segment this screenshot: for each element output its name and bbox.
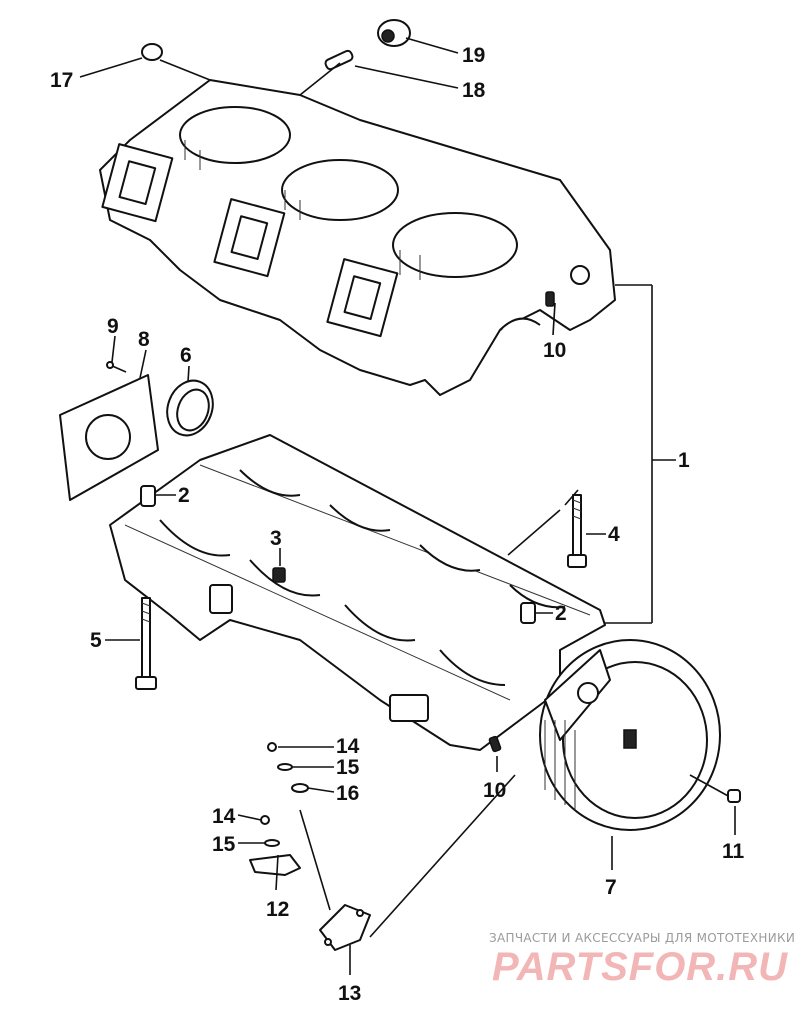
callout-1: 1 (678, 449, 690, 472)
callout-14-top: 14 (336, 735, 360, 758)
screw-b (260, 815, 270, 825)
callout-10-lower: 10 (483, 779, 506, 802)
dowel-pin-a (140, 485, 156, 507)
small-plug (141, 43, 163, 61)
callout-8: 8 (138, 328, 150, 351)
callouts: 17 19 18 10 1 9 8 6 2 3 4 2 5 14 15 16 1… (50, 44, 745, 1005)
watermark-logo: PARTSFOR.RU (492, 945, 788, 989)
callout-7: 7 (605, 876, 617, 899)
callout-16: 16 (336, 782, 359, 805)
dowel-pin-b (520, 602, 536, 624)
callout-19: 19 (462, 44, 485, 67)
washer-c (291, 783, 309, 793)
callout-13: 13 (338, 982, 361, 1005)
callout-15-bottom: 15 (212, 833, 236, 856)
upper-crankcase (99, 79, 616, 396)
watermark-caption: ЗАПЧАСТИ И АКСЕССУАРЫ ДЛЯ МОТОТЕХНИКИ (489, 931, 795, 945)
bracket (249, 854, 301, 891)
stud-lower (488, 735, 502, 753)
screw-a (267, 742, 277, 752)
pin (324, 49, 354, 71)
callout-11: 11 (722, 840, 745, 863)
callout-14-bottom: 14 (212, 805, 236, 828)
callout-4: 4 (608, 523, 620, 546)
stud-upper (545, 291, 555, 307)
cap (319, 904, 371, 951)
lower-crankcase (109, 434, 606, 751)
cover-plate (59, 374, 159, 501)
leader-lines (79, 37, 736, 975)
long-bolt-left (135, 597, 157, 690)
callout-18: 18 (462, 79, 486, 102)
washer-b (264, 839, 280, 847)
callout-3: 3 (270, 527, 282, 550)
callout-5: 5 (90, 629, 102, 652)
bearing (377, 19, 411, 47)
callout-12: 12 (266, 898, 289, 921)
callout-15-top: 15 (336, 756, 360, 779)
plug (272, 567, 286, 583)
flywheel-housing (539, 639, 721, 831)
callout-10-upper: 10 (543, 339, 566, 362)
watermark: ЗАПЧАСТИ И АКСЕССУАРЫ ДЛЯ МОТОТЕХНИКИ PA… (489, 931, 795, 989)
seal-ring (166, 379, 214, 437)
housing-bolt (689, 774, 741, 803)
callout-17: 17 (50, 69, 73, 92)
callout-2-left: 2 (178, 484, 190, 507)
callout-2-right: 2 (555, 602, 567, 625)
plate-screw (106, 361, 127, 373)
callout-6: 6 (180, 344, 192, 367)
long-bolt-right (567, 494, 587, 568)
washer-a (277, 763, 293, 771)
callout-9: 9 (107, 315, 119, 338)
